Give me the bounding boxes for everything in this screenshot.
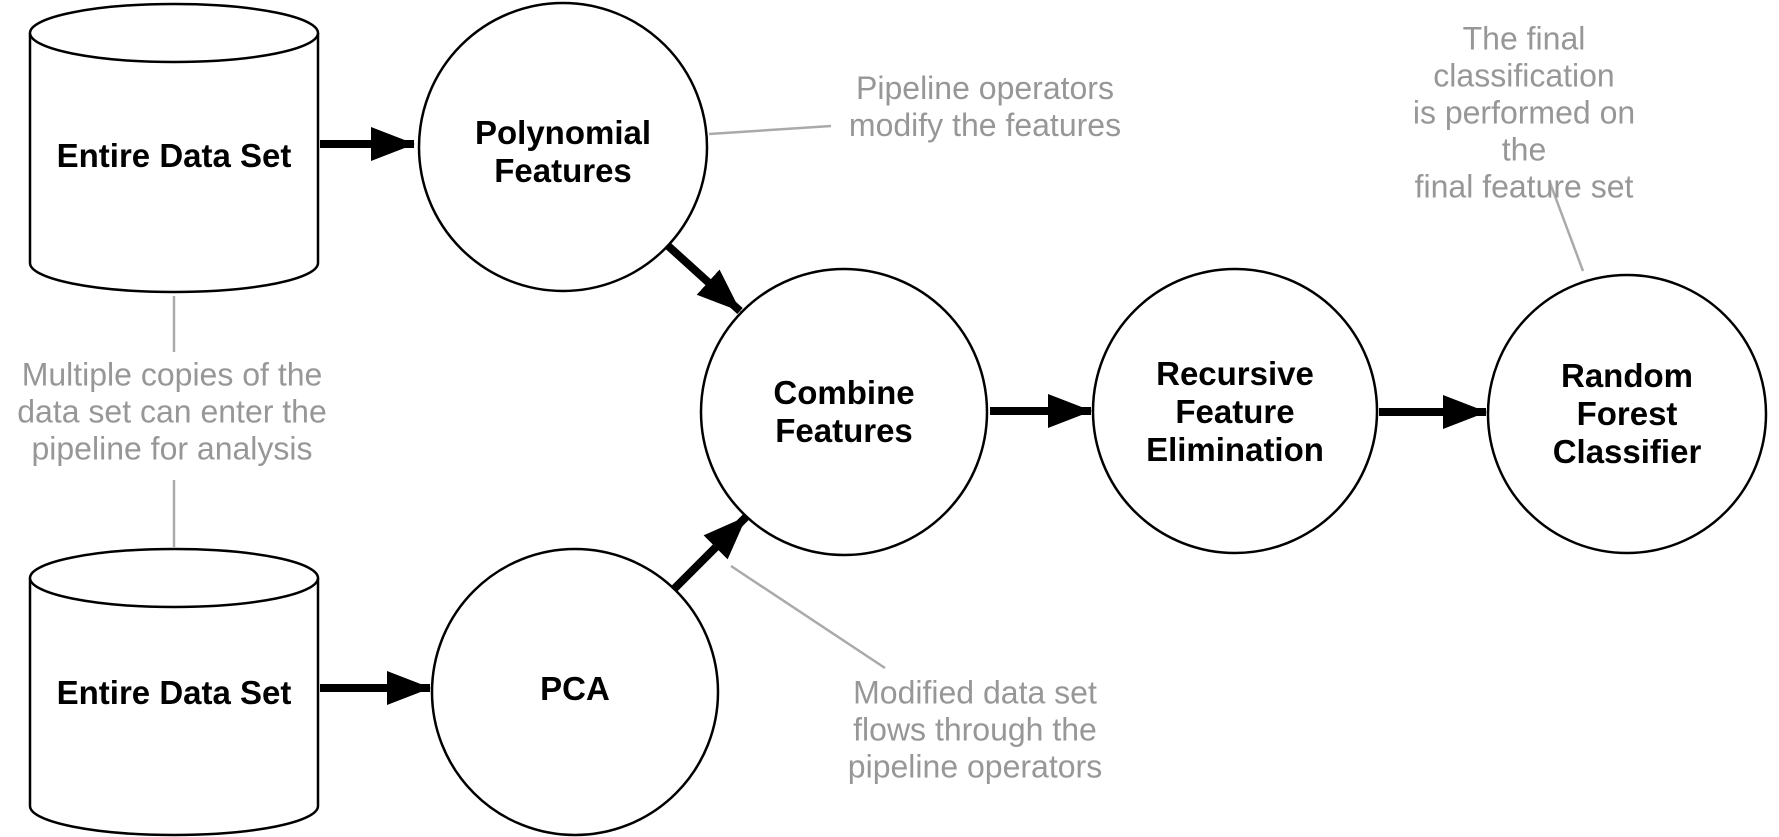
arrow-polynomial-to-combine xyxy=(663,241,743,314)
datastore-bottom-body xyxy=(28,578,320,837)
node-pca-label: PCA xyxy=(540,670,610,707)
node-recursive-feature-elimination-label: Recursive Feature Elimination xyxy=(1146,355,1324,468)
node-polynomial-features-label: Polynomial Features xyxy=(474,114,652,189)
annotation-line-final-classification xyxy=(1547,179,1585,272)
node-polynomial-features-circle xyxy=(417,1,709,293)
annotation-line-modified-data xyxy=(730,564,886,670)
annotation-pipeline-operators: Pipeline operators modify the features xyxy=(848,70,1122,143)
annotation-multiple-copies: Multiple copies of the data set can ente… xyxy=(17,356,327,467)
datastore-bottom-label: Entire Data Set xyxy=(56,674,292,711)
datastore-bottom-lid xyxy=(28,547,320,609)
datastore-top-body xyxy=(28,33,320,294)
datastore-top-label: Entire Data Set xyxy=(56,137,292,174)
node-pca-circle xyxy=(430,547,720,837)
node-combine-features-circle xyxy=(699,267,989,557)
annotation-final-classification: The final classification is performed on… xyxy=(1412,20,1636,205)
node-combine-features-label: Combine Features xyxy=(773,374,915,449)
datastore-top-cylinder xyxy=(28,2,320,294)
annotation-line-pipeline-operators xyxy=(708,124,832,136)
datastore-top-lid xyxy=(28,2,320,64)
node-recursive-feature-elimination-circle xyxy=(1091,267,1379,555)
node-random-forest-classifier-circle xyxy=(1486,273,1768,555)
node-random-forest-classifier-label: Random Forest Classifier xyxy=(1552,357,1702,470)
annotation-modified-data: Modified data set flows through the pipe… xyxy=(847,674,1103,785)
datastore-bottom-cylinder xyxy=(28,547,320,837)
arrow-pca-to-combine xyxy=(671,514,749,592)
